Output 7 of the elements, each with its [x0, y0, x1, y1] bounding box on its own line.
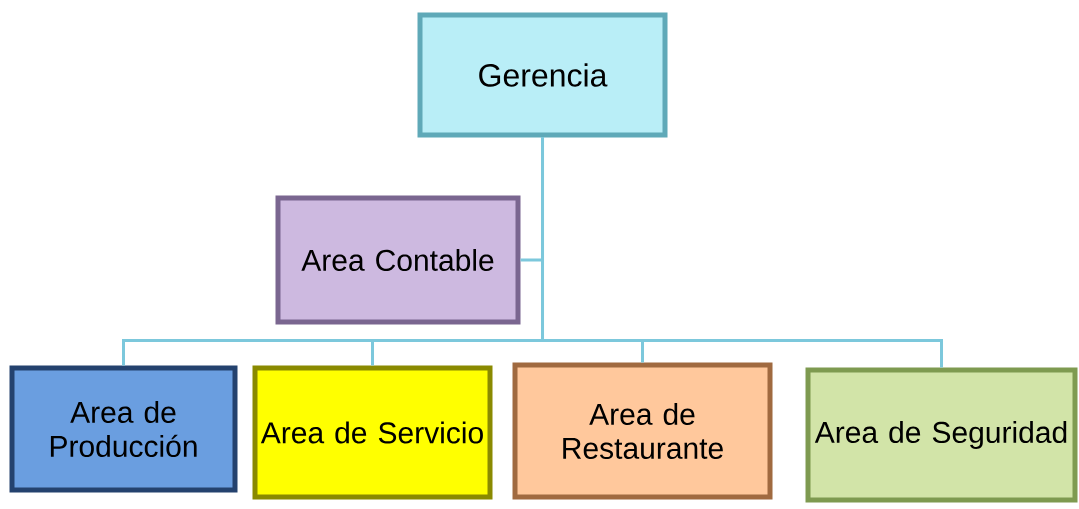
- org-box: Area de Seguridad: [805, 367, 1078, 503]
- connector-line: [541, 137, 943, 368]
- org-box: Area de Restaurante: [512, 362, 773, 500]
- org-box: Area de Servicio: [252, 365, 493, 500]
- org-box: Area de Producción: [9, 365, 238, 493]
- org-box: Gerencia: [417, 12, 668, 138]
- org-box: Area Contable: [275, 195, 521, 325]
